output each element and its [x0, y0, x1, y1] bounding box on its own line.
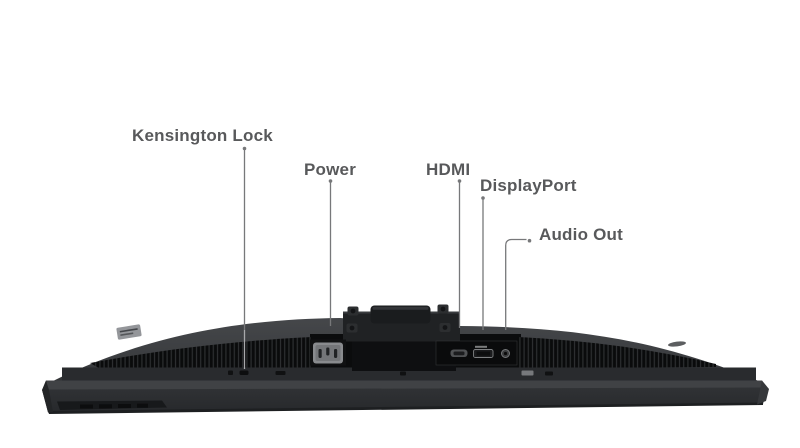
port-bay: [435, 340, 518, 366]
vent-grille-left: [90, 337, 312, 368]
vent-grille-right: [517, 337, 716, 369]
mount-handle-bar: [370, 305, 431, 324]
brand-mark-right: [668, 341, 686, 347]
label-hdmi: HDMI: [426, 160, 471, 179]
label-power: Power: [304, 160, 357, 179]
kensington-lock-slot: [239, 370, 249, 375]
lenovo-badge: [116, 324, 142, 340]
strip-hole: [228, 370, 233, 375]
strip-slot-3: [545, 371, 553, 376]
displayport-leader-line: [481, 196, 485, 330]
stand-foot: [57, 400, 167, 410]
strip-screw-hole: [400, 371, 406, 376]
bezel-front-face: [42, 387, 767, 413]
chin-strip: [62, 367, 756, 382]
power-inlet: [310, 339, 346, 366]
kensington-leader-line: [242, 146, 247, 369]
label-displayport: DisplayPort: [480, 176, 577, 195]
bezel-left-face: [42, 380, 53, 412]
audio-out-jack: [501, 349, 510, 358]
bezel-top-face: [42, 380, 766, 391]
power-leader-line: [328, 179, 333, 326]
monitor-body: [42, 304, 769, 414]
leader-lines: [242, 146, 532, 369]
strip-slot-2: [275, 371, 286, 375]
audio-out-leader-line: [505, 238, 532, 330]
strip-sticker: [521, 370, 534, 376]
hdmi-port: [450, 349, 468, 357]
bezel-bottom-edge: [48, 402, 763, 414]
bezel-right-face: [757, 380, 769, 405]
mount-screw-posts: [346, 304, 451, 333]
label-audio-out: Audio Out: [539, 225, 623, 244]
label-kensington-lock: Kensington Lock: [132, 126, 273, 145]
displayport-port: [473, 345, 494, 358]
hdmi-leader-line: [457, 179, 462, 328]
